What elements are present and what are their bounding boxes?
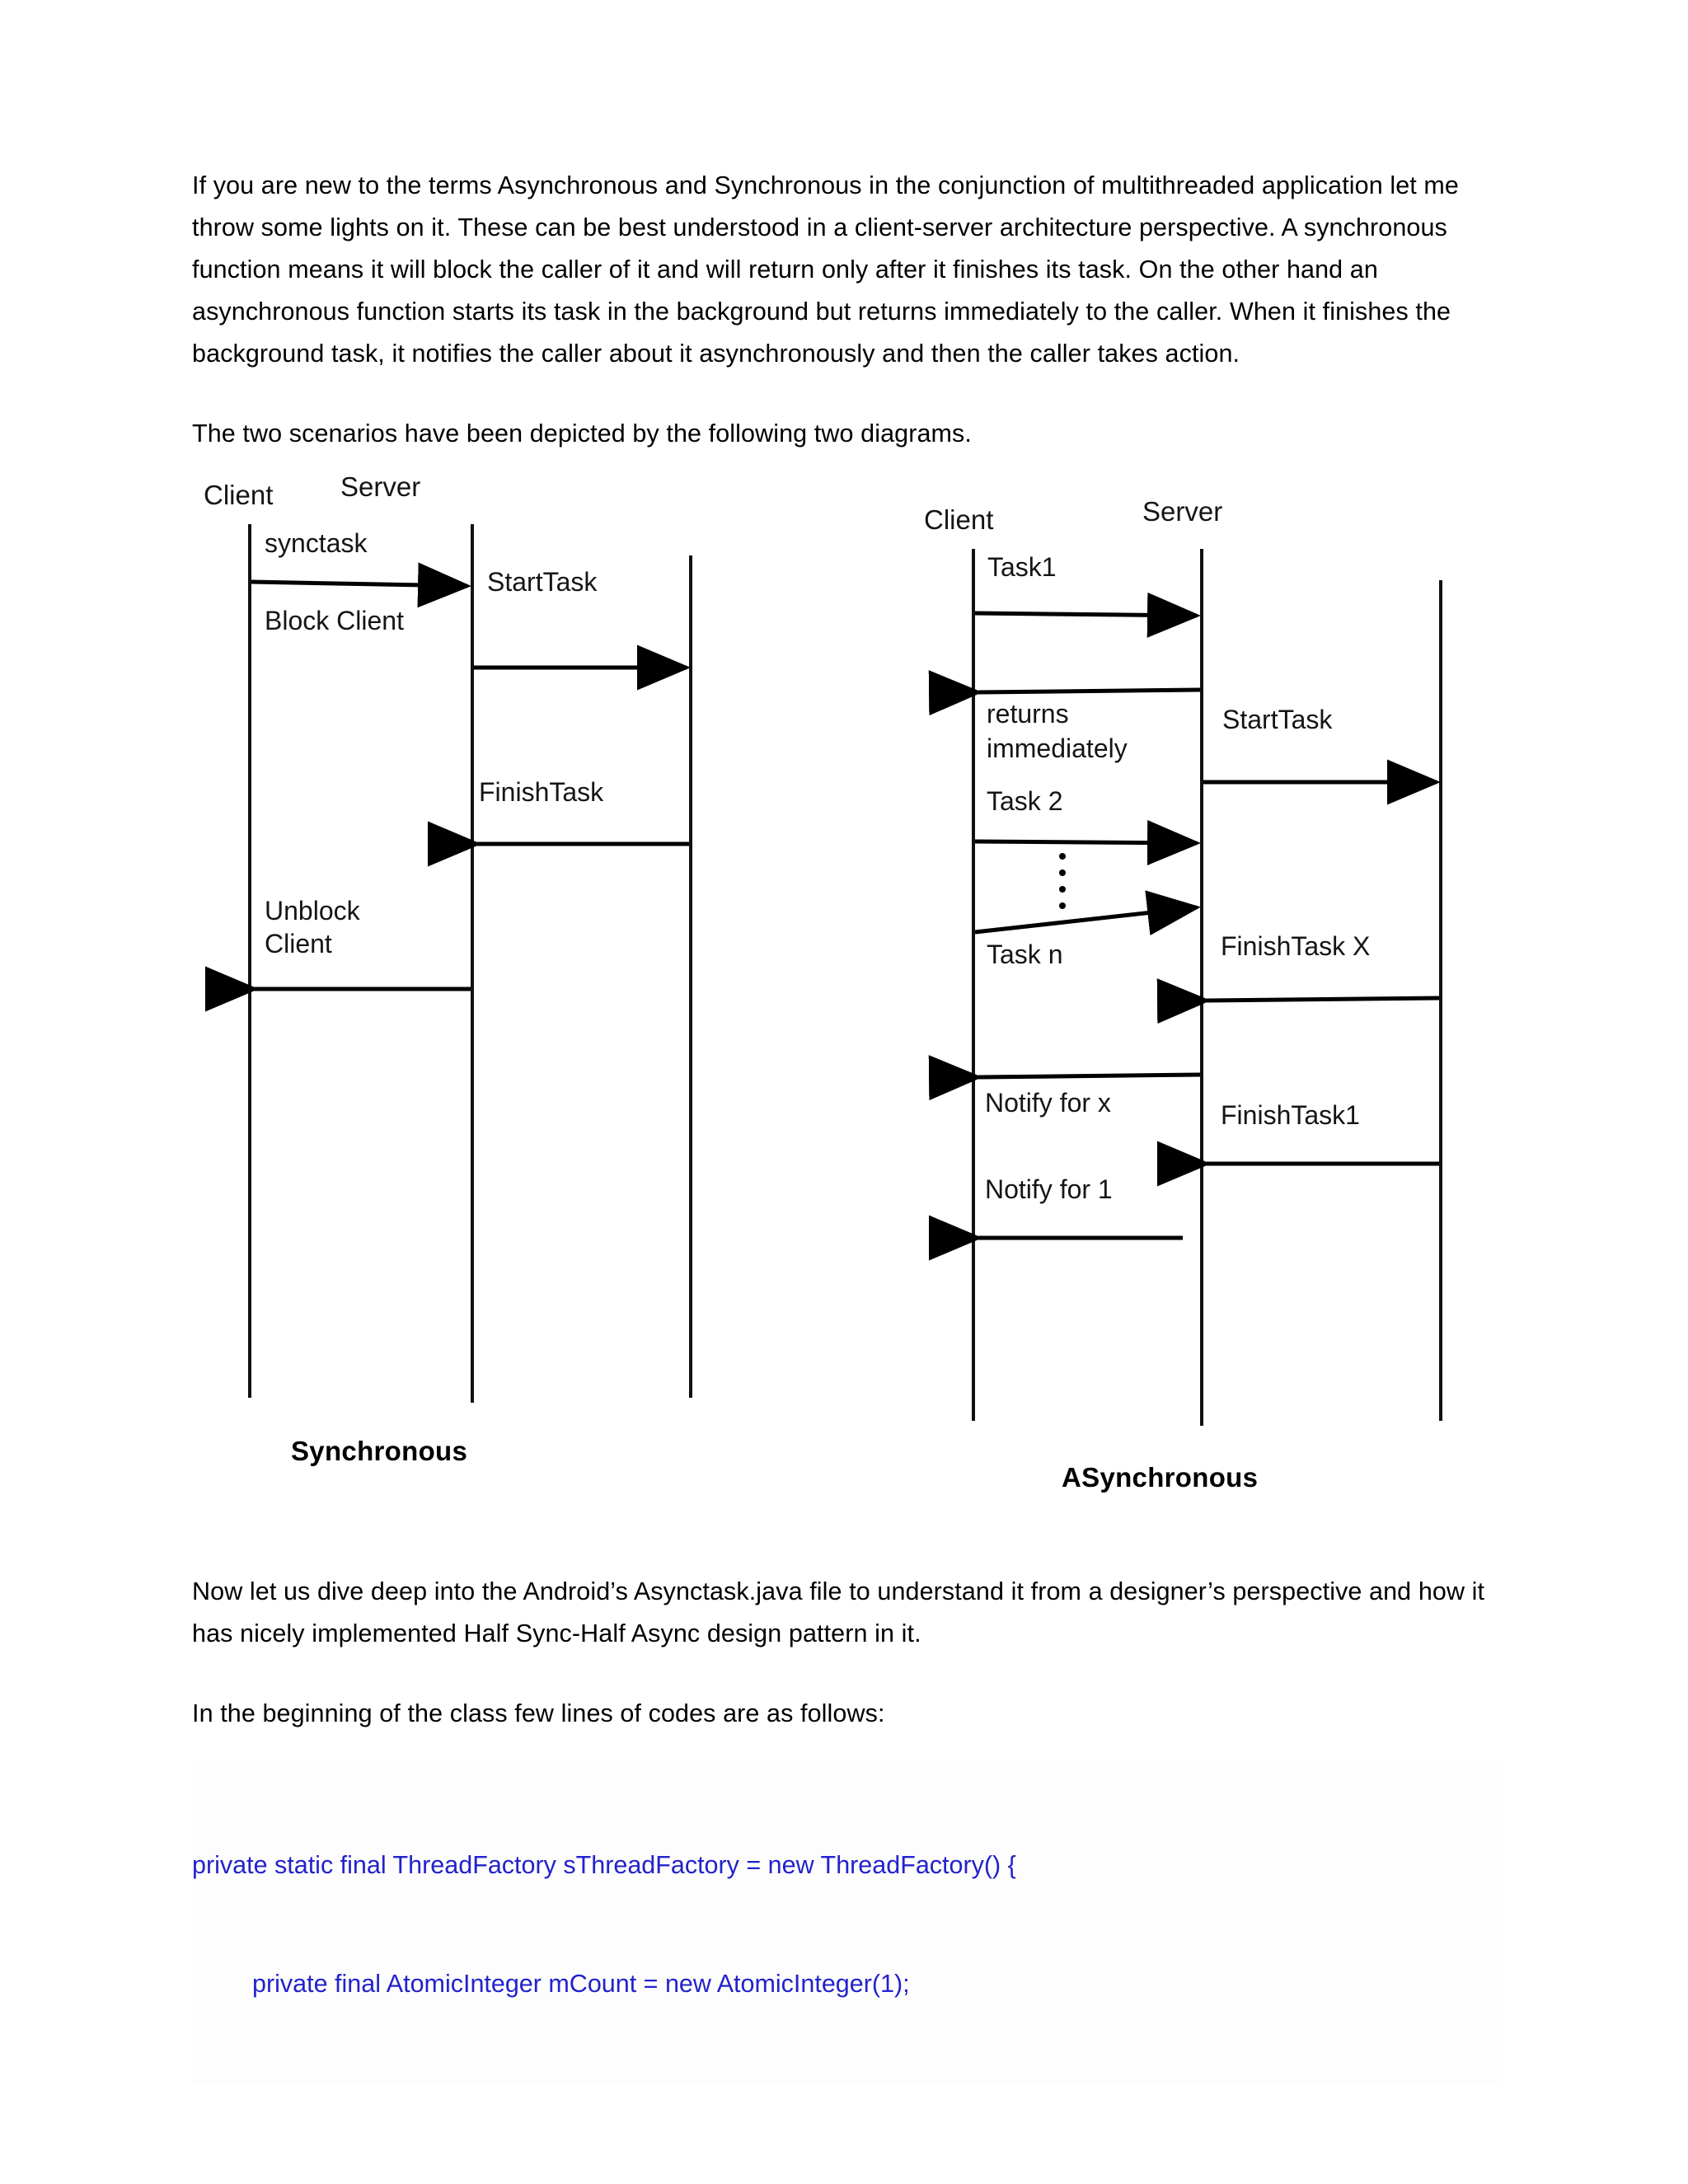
message-label-notify-for-x: Notify for x (985, 1088, 1111, 1118)
message-label-unblock-client-line1: Unblock (265, 896, 361, 926)
sequence-diagram-synchronous: Client Server synctask Block Client Star… (192, 473, 802, 1520)
message-label-finish-task-1: FinishTask1 (1221, 1100, 1360, 1130)
message-label-task1: Task1 (987, 552, 1057, 582)
ellipsis-dots (1059, 853, 1066, 909)
page-content: If you are new to the terms Asynchronous… (192, 0, 1503, 2083)
paragraph-scenarios: The two scenarios have been depicted by … (192, 419, 972, 448)
message-label-finish-task-sync: FinishTask (479, 777, 604, 807)
message-arrow-synctask (251, 562, 471, 608)
diagram-caption-synchronous: Synchronous (291, 1436, 468, 1466)
diagram-caption-asynchronous: ASynchronous (1062, 1462, 1259, 1493)
paragraph-dive-deep: Now let us dive deep into the Android’s … (192, 1577, 1485, 1647)
message-label-start-task-sync: StartTask (487, 567, 598, 597)
message-label-notify-for-1: Notify for 1 (985, 1174, 1113, 1204)
message-label-task2: Task 2 (987, 786, 1062, 816)
message-arrow-finish-task-x (1156, 978, 1440, 1024)
message-label-synctask: synctask (265, 528, 368, 558)
message-label-returns-line2: immediately (987, 733, 1128, 763)
message-arrow-notify-for-x (928, 1055, 1201, 1101)
lifeline-label-server-sync: Server (340, 473, 420, 502)
lifeline-label-server-async: Server (1142, 496, 1222, 527)
message-arrow-returns-immediately (928, 670, 1201, 716)
message-arrow-task2 (974, 820, 1201, 866)
message-label-finish-task-x: FinishTask X (1221, 931, 1370, 961)
message-arrow-task1 (974, 592, 1201, 638)
lifeline-label-client-sync: Client (204, 480, 273, 510)
message-label-unblock-client-line2: Client (265, 929, 332, 958)
diagrams-figure: Client Server synctask Block Client Star… (192, 473, 1503, 1520)
message-label-block-client: Block Client (265, 606, 404, 635)
paragraph-beginning-class: In the beginning of the class few lines … (192, 1699, 885, 1727)
sequence-diagram-asynchronous: Client Server Task1 returns immediately … (884, 473, 1503, 1520)
message-arrow-task-n (974, 890, 1201, 935)
lifeline-label-client-async: Client (924, 504, 993, 535)
code-line-1: private static final ThreadFactory sThre… (192, 1851, 1016, 1879)
message-label-task-n: Task n (987, 940, 1062, 969)
code-block: private static final ThreadFactory sThre… (192, 1766, 1503, 2083)
message-label-returns-line1: returns (987, 699, 1069, 729)
message-label-start-task-async: StartTask (1222, 705, 1333, 734)
code-line-2: private final AtomicInteger mCount = new… (252, 1970, 910, 1998)
paragraph-intro: If you are new to the terms Asynchronous… (192, 171, 1459, 368)
